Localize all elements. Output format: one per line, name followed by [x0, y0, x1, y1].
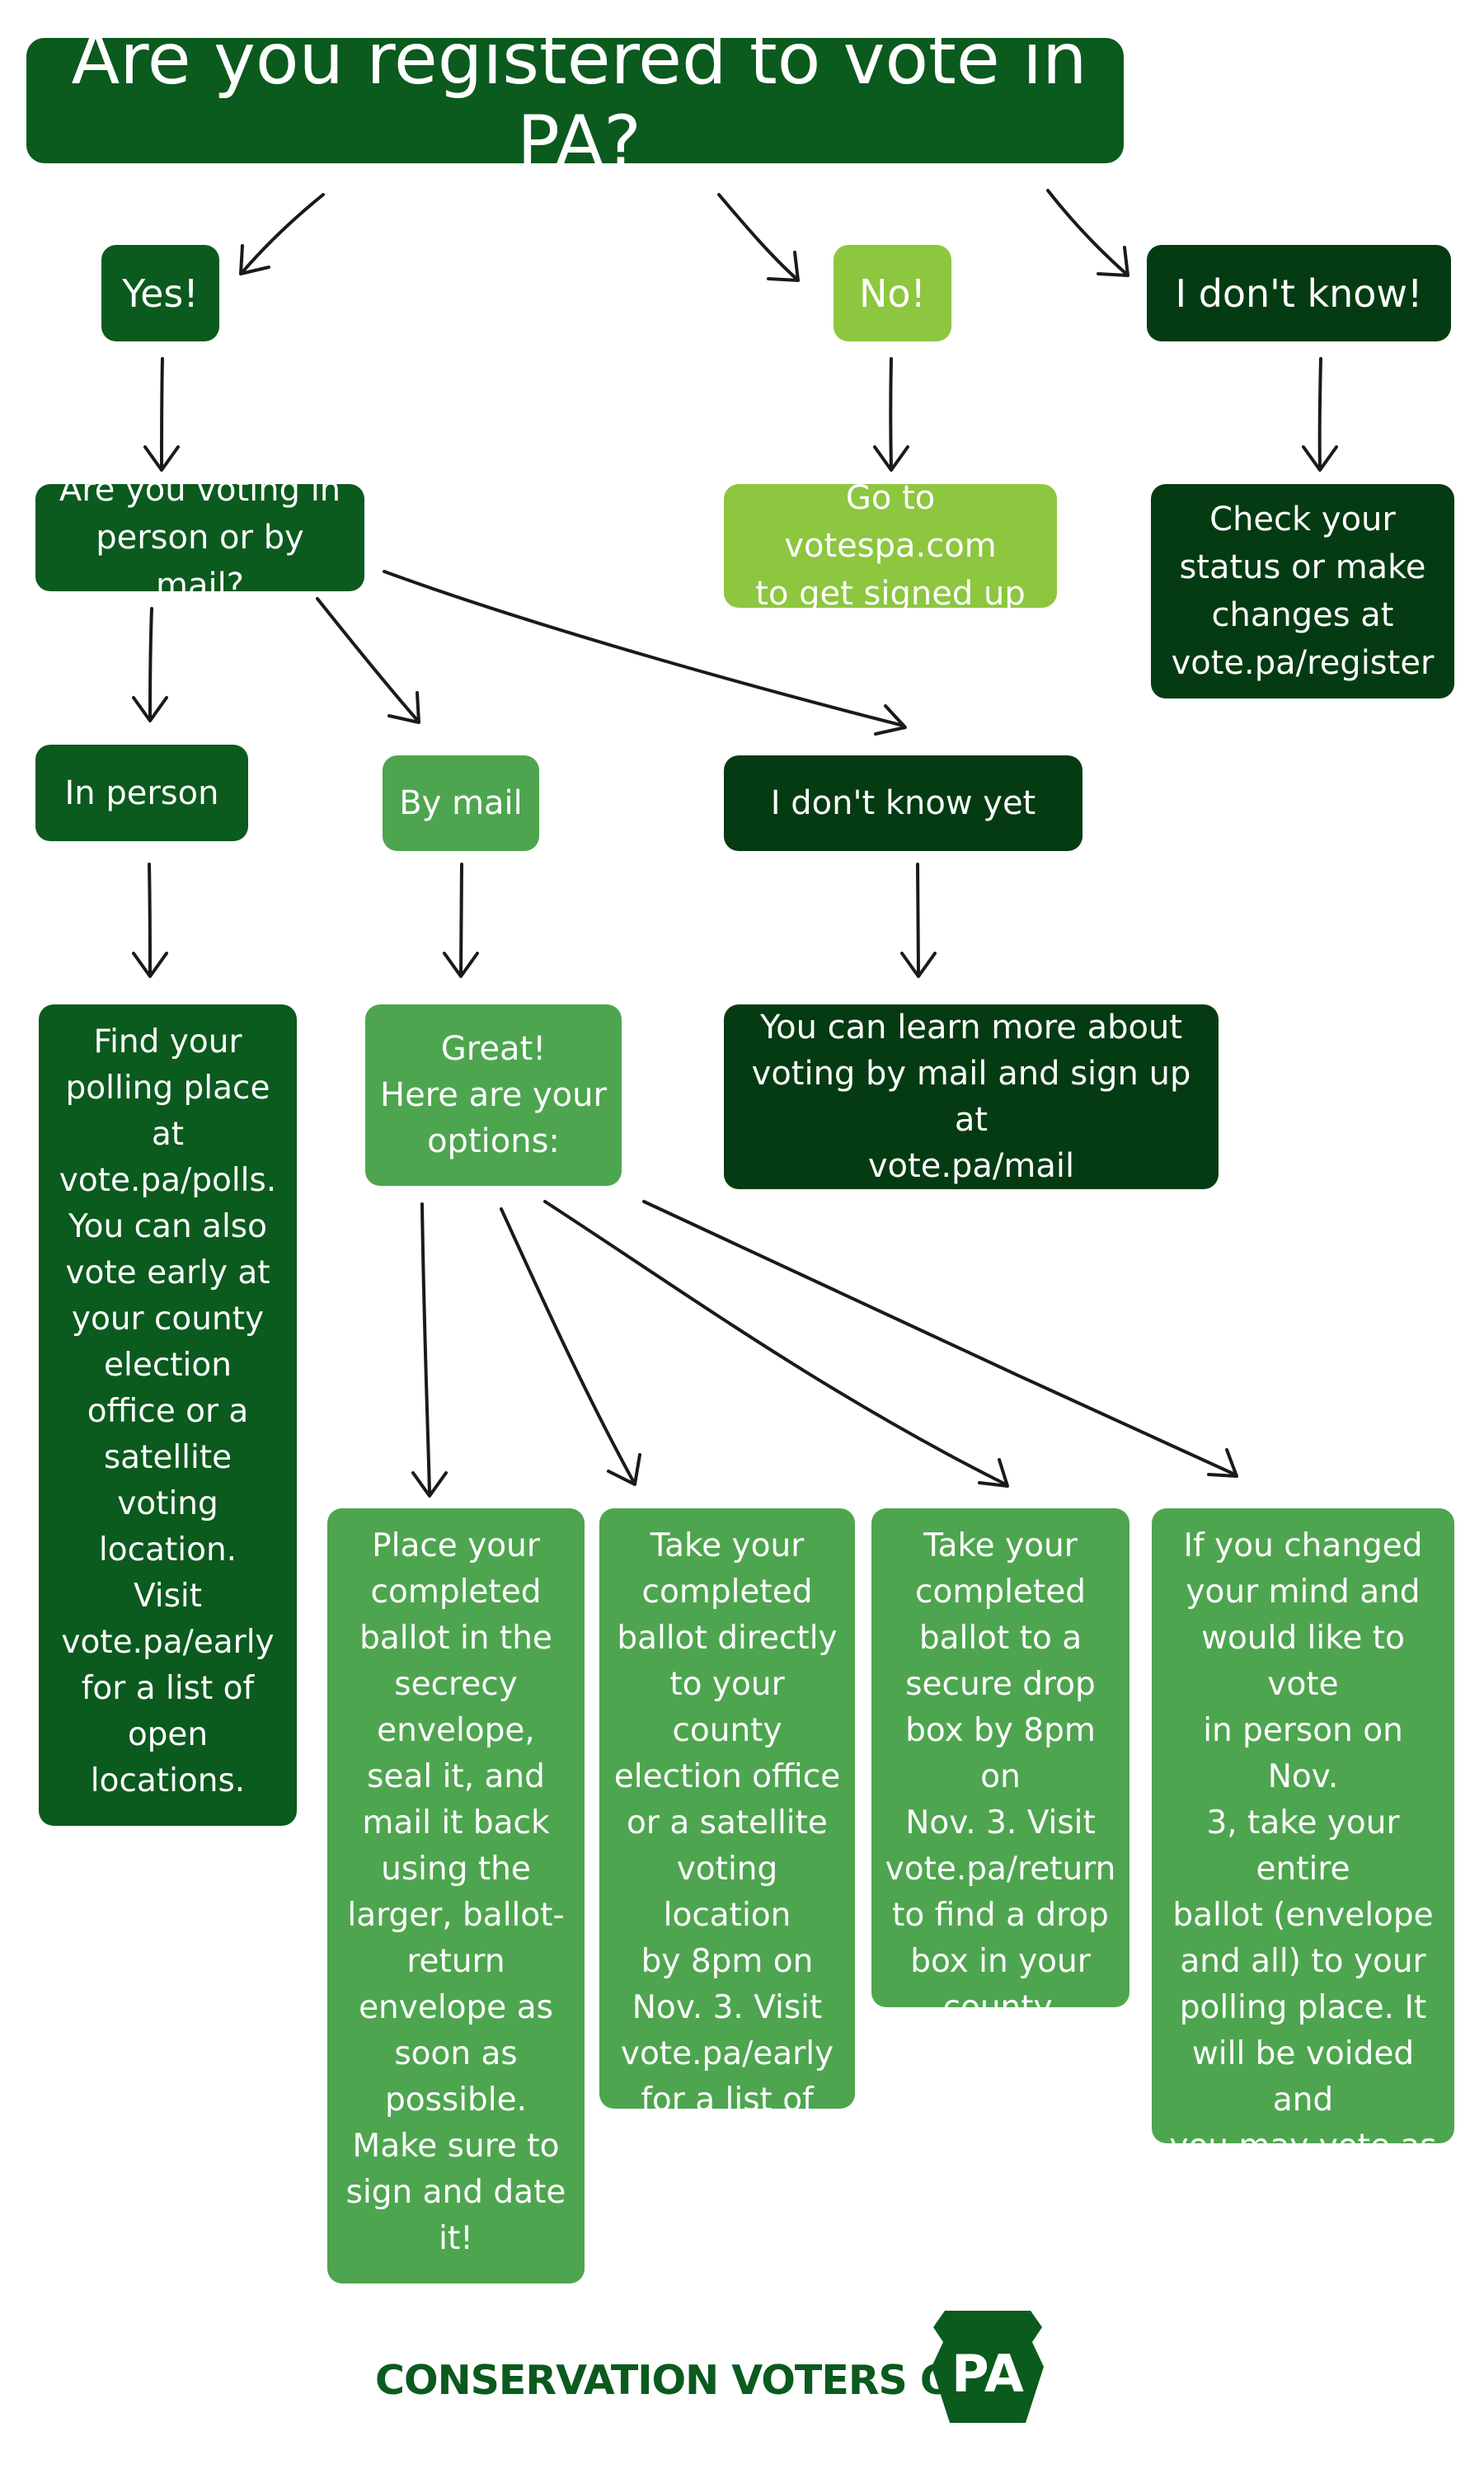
- answer-dont-know: I don't know!: [1147, 245, 1451, 341]
- arrow-great-to-option-1: [411, 1202, 448, 1498]
- mail-option-4-text: If you changed your mind and would like …: [1169, 1527, 1437, 2303]
- mail-option-2-text: Take your completed ballot directly to y…: [613, 1527, 841, 2165]
- arrow-question-to-in-person: [132, 607, 168, 722]
- arrow-dont-know-to-result: [1302, 357, 1338, 472]
- mail-option-4: If you changed your mind and would like …: [1152, 1508, 1454, 2303]
- mail-option-1-text: Place your completed ballot in the secre…: [345, 1527, 566, 2257]
- arrow-title-to-yes: [239, 193, 325, 275]
- arrow-great-to-option-3: [543, 1200, 1009, 1488]
- mail-option-3-text: Take your completed ballot to a secure d…: [885, 1527, 1116, 2026]
- page-title-text: Are you registered to vote in PA?: [71, 18, 1087, 183]
- arrow-in-person-to-result: [132, 863, 168, 978]
- answer-yes: Yes!: [101, 245, 219, 341]
- dont-know-yet-result-text: You can learn more about voting by mail …: [751, 1009, 1191, 1185]
- dont-know-result-box: Check your status or make changes at vot…: [1151, 484, 1454, 698]
- mode-by-mail-label: By mail: [399, 784, 523, 822]
- no-result-box: Go to votespa.com to get signed up: [724, 479, 1057, 613]
- arrow-title-to-dont-know: [1046, 189, 1129, 277]
- no-result-text: Go to votespa.com to get signed up: [755, 479, 1026, 613]
- mode-in-person-label: In person: [64, 774, 219, 812]
- footer-org-name: CONSERVATION VOTERS OF: [375, 2357, 981, 2404]
- mail-option-1: Place your completed ballot in the secre…: [327, 1508, 585, 2284]
- logo-text: PA: [951, 2344, 1024, 2404]
- by-mail-result-box: Great! Here are your options:: [365, 1004, 622, 1186]
- arrow-title-to-no: [717, 193, 800, 282]
- keystone-logo: PA: [932, 2311, 1044, 2423]
- mail-option-2: Take your completed ballot directly to y…: [599, 1508, 855, 2165]
- arrow-question-to-by-mail: [316, 597, 420, 724]
- in-person-result-box: Find your polling place at vote.pa/polls…: [39, 1004, 297, 1826]
- mode-by-mail: By mail: [383, 755, 539, 851]
- mail-option-3: Take your completed ballot to a secure d…: [871, 1508, 1129, 2026]
- answer-no: No!: [834, 245, 951, 341]
- arrow-by-mail-to-result: [443, 863, 479, 978]
- answer-no-label: No!: [859, 270, 926, 316]
- mode-dont-know-yet-label: I don't know yet: [770, 784, 1036, 822]
- arrow-question-to-dont-know-yet: [383, 570, 907, 736]
- dont-know-yet-result-box: You can learn more about voting by mail …: [724, 1004, 1219, 1189]
- page-title: Are you registered to vote in PA?: [26, 18, 1124, 183]
- by-mail-result-text: Great! Here are your options:: [380, 1030, 607, 1160]
- arrow-no-to-result: [873, 357, 909, 472]
- answer-dont-know-label: I don't know!: [1175, 270, 1423, 316]
- mode-dont-know-yet: I don't know yet: [724, 755, 1082, 851]
- arrow-dont-know-yet-to-result: [900, 863, 937, 978]
- question-voting-method-text: Are you voting in person or by mail?: [59, 471, 341, 604]
- arrow-great-to-option-4: [642, 1200, 1238, 1478]
- arrow-great-to-option-2: [500, 1207, 641, 1486]
- dont-know-result-text: Check your status or make changes at vot…: [1171, 501, 1435, 682]
- mode-in-person: In person: [35, 745, 248, 841]
- question-voting-method: Are you voting in person or by mail?: [35, 471, 364, 604]
- arrow-yes-to-question: [143, 357, 180, 472]
- answer-yes-label: Yes!: [122, 270, 199, 316]
- in-person-result-text: Find your polling place at vote.pa/polls…: [59, 1023, 277, 1799]
